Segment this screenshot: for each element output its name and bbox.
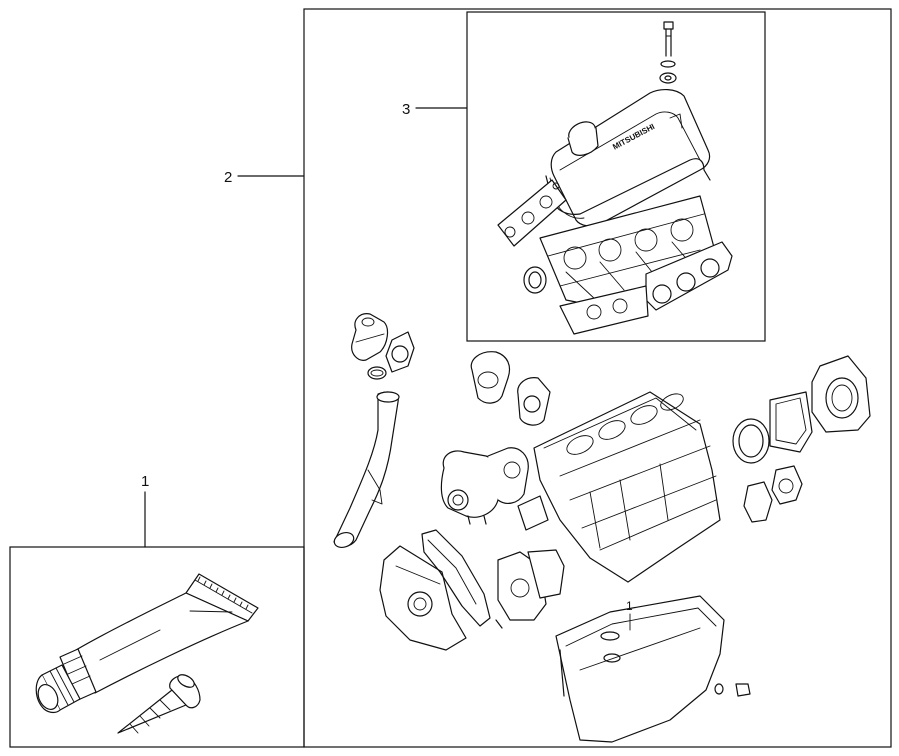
- intake-gasket-icon: [497, 179, 567, 247]
- callout-3-label: 3: [402, 101, 410, 118]
- callout-1: 1: [141, 473, 149, 548]
- water-pump-icon: [440, 447, 529, 525]
- head-gasket-icon: [559, 285, 649, 335]
- rear-seal-gasket-icon: [769, 391, 813, 453]
- callout-2: 2: [224, 169, 305, 186]
- timing-cover-icon: [379, 545, 467, 651]
- engine-block-icon: [517, 391, 721, 583]
- rear-seal-housing-icon: [811, 355, 871, 433]
- timing-cover-gasket-icon: [421, 529, 491, 627]
- head-gasket-set-frame: [466, 11, 766, 342]
- callout-1-label: 1: [141, 473, 149, 490]
- valve-cover-icon: MITSUBISHI: [550, 89, 711, 227]
- callout-2-label: 2: [224, 169, 232, 186]
- oil-pump-icon: [495, 549, 565, 629]
- rear-oil-seal-icon: [732, 418, 770, 464]
- callout-3: 3: [402, 101, 468, 118]
- gasket-kit-frame: [303, 8, 892, 748]
- coolant-pipe-icon: [333, 391, 400, 549]
- gasket-icon: [385, 331, 415, 373]
- cover-gasket-icon: [743, 465, 803, 523]
- water-outlet-icon: [470, 351, 551, 426]
- drain-plug-icon: [714, 683, 751, 697]
- bolt-icon: [659, 21, 677, 84]
- oil-pan-icon: 1: [555, 595, 725, 743]
- oil-pan-label: 1: [626, 599, 633, 613]
- exhaust-gasket-icon: [645, 241, 733, 311]
- sealant-frame: [9, 546, 305, 748]
- thermostat-housing-icon: [351, 313, 389, 361]
- oil-seal-icon: [523, 266, 547, 294]
- o-ring-icon: [367, 366, 387, 380]
- nozzle-icon: [117, 674, 201, 734]
- sealant-tube-icon: [35, 573, 259, 714]
